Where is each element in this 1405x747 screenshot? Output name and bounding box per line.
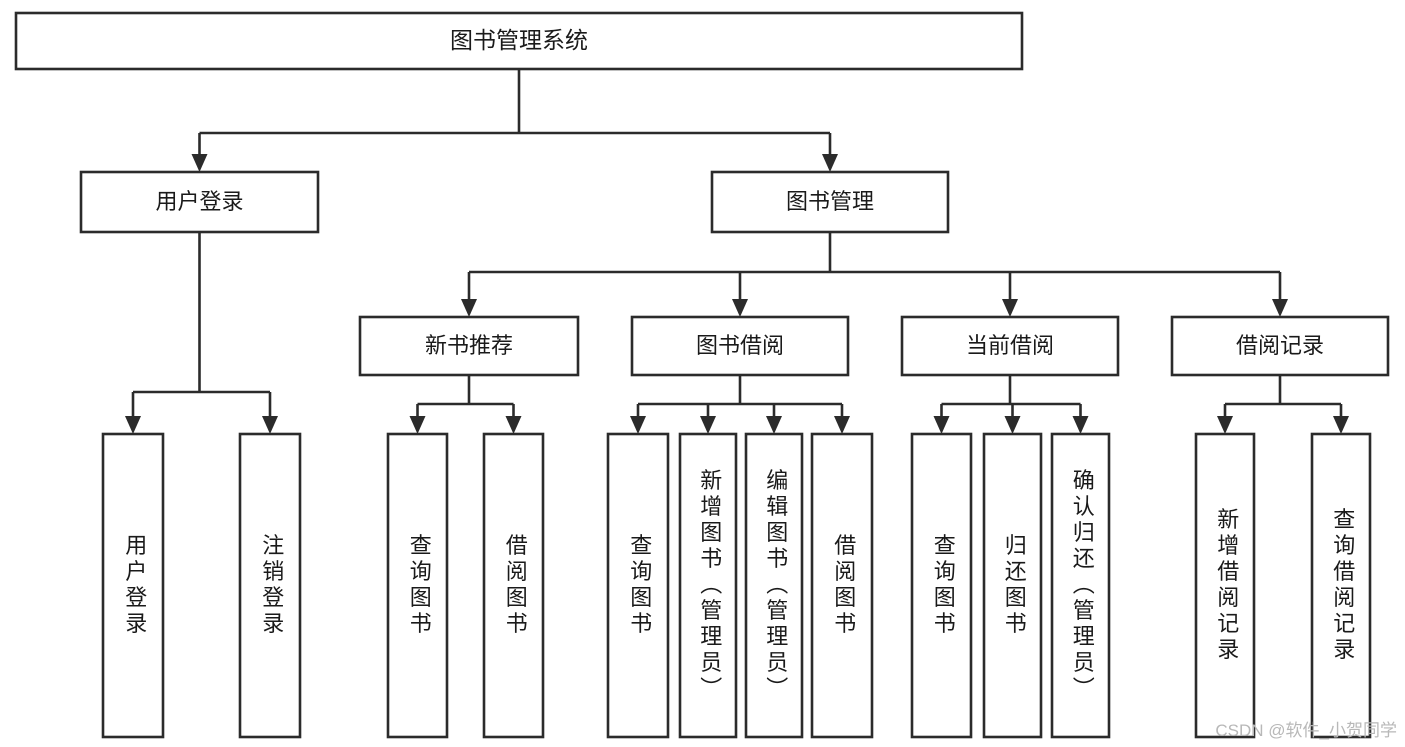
node-rect	[982, 432, 1043, 739]
node-leaf-add-book-admin[interactable]: 新增图书（管理员）	[678, 432, 738, 739]
node-label: 用户登录	[155, 189, 243, 214]
arrow-head-icon	[191, 154, 208, 172]
node-rect	[386, 432, 449, 739]
arrow-head-icon	[409, 416, 426, 434]
node-rect	[1194, 432, 1256, 739]
node-rect	[14, 11, 1024, 71]
arrow-head-icon	[732, 299, 748, 317]
node-leaf-query-book-current[interactable]: 查询图书	[910, 432, 973, 739]
arrow-head-icon	[834, 416, 850, 434]
arrow-head-icon	[1002, 299, 1018, 317]
node-leaf-query-borrow-record[interactable]: 查询借阅记录	[1310, 432, 1372, 739]
arrow-head-icon	[1333, 416, 1349, 434]
node-layer: 图书管理系统用户登录图书管理新书推荐图书借阅当前借阅借阅记录用户登录注销登录查询…	[14, 11, 1390, 739]
csdn-watermark: CSDN @软件_小贺同学	[1215, 721, 1397, 740]
node-label: 确认归还（管理员）	[1070, 469, 1095, 703]
node-label: 注销登录	[259, 534, 284, 638]
node-label: 查询借阅记录	[1330, 508, 1355, 664]
node-label: 借阅记录	[1236, 333, 1324, 358]
node-label: 借阅图书	[503, 534, 528, 638]
node-rect	[358, 315, 580, 377]
node-label: 查询图书	[407, 534, 432, 638]
node-label: 当前借阅	[966, 333, 1054, 358]
node-rect	[1050, 432, 1111, 739]
node-label: 借阅图书	[831, 534, 856, 638]
node-user-login[interactable]: 用户登录	[79, 170, 320, 234]
node-label: 新增图书（管理员）	[697, 469, 722, 703]
arrow-head-icon	[822, 154, 838, 172]
node-label: 新书推荐	[425, 333, 513, 358]
node-label: 查询图书	[627, 534, 652, 638]
arrow-head-icon	[766, 416, 782, 434]
node-new-book-recommend[interactable]: 新书推荐	[358, 315, 580, 377]
arrow-head-icon	[1217, 416, 1233, 434]
arrow-head-icon	[1004, 416, 1021, 434]
node-label: 新增借阅记录	[1214, 508, 1239, 664]
node-rect	[630, 315, 850, 377]
node-book-borrow[interactable]: 图书借阅	[630, 315, 850, 377]
arrow-head-icon	[933, 416, 950, 434]
node-leaf-logout[interactable]: 注销登录	[238, 432, 302, 739]
node-rect	[1310, 432, 1372, 739]
node-rect	[1170, 315, 1390, 377]
node-rect	[606, 432, 670, 739]
arrow-head-icon	[1272, 299, 1288, 317]
node-rect	[482, 432, 545, 739]
node-label: 图书管理系统	[450, 27, 588, 53]
node-rect	[810, 432, 874, 739]
node-leaf-query-book-recommend[interactable]: 查询图书	[386, 432, 449, 739]
node-rect	[710, 170, 950, 234]
node-rect	[910, 432, 973, 739]
node-rect	[678, 432, 738, 739]
node-leaf-borrow-book-recommend[interactable]: 借阅图书	[482, 432, 545, 739]
node-rect	[238, 432, 302, 739]
node-label: 用户登录	[122, 534, 147, 638]
node-book-management[interactable]: 图书管理	[710, 170, 950, 234]
arrow-head-icon	[700, 416, 716, 434]
connector-layer	[125, 69, 1349, 434]
node-leaf-user-login[interactable]: 用户登录	[101, 432, 165, 739]
node-leaf-query-book[interactable]: 查询图书	[606, 432, 670, 739]
node-rect	[900, 315, 1120, 377]
node-rect	[79, 170, 320, 234]
node-label: 编辑图书（管理员）	[763, 469, 788, 703]
arrow-head-icon	[125, 416, 141, 434]
node-rect	[101, 432, 165, 739]
node-leaf-borrow-book[interactable]: 借阅图书	[810, 432, 874, 739]
node-label: 图书管理	[786, 189, 874, 214]
node-label: 图书借阅	[696, 333, 784, 358]
root-node[interactable]: 图书管理系统	[14, 11, 1024, 71]
node-leaf-confirm-return-admin[interactable]: 确认归还（管理员）	[1050, 432, 1111, 739]
node-leaf-return-book[interactable]: 归还图书	[982, 432, 1043, 739]
arrow-head-icon	[505, 416, 522, 434]
arrow-head-icon	[630, 416, 646, 434]
node-leaf-add-borrow-record[interactable]: 新增借阅记录	[1194, 432, 1256, 739]
node-label: 归还图书	[1002, 534, 1027, 638]
node-leaf-edit-book-admin[interactable]: 编辑图书（管理员）	[744, 432, 804, 739]
node-current-borrow[interactable]: 当前借阅	[900, 315, 1120, 377]
node-borrow-records[interactable]: 借阅记录	[1170, 315, 1390, 377]
node-label: 查询图书	[931, 534, 956, 638]
arrow-head-icon	[262, 416, 278, 434]
arrow-head-icon	[1072, 416, 1089, 434]
arrow-head-icon	[461, 299, 477, 317]
node-rect	[744, 432, 804, 739]
